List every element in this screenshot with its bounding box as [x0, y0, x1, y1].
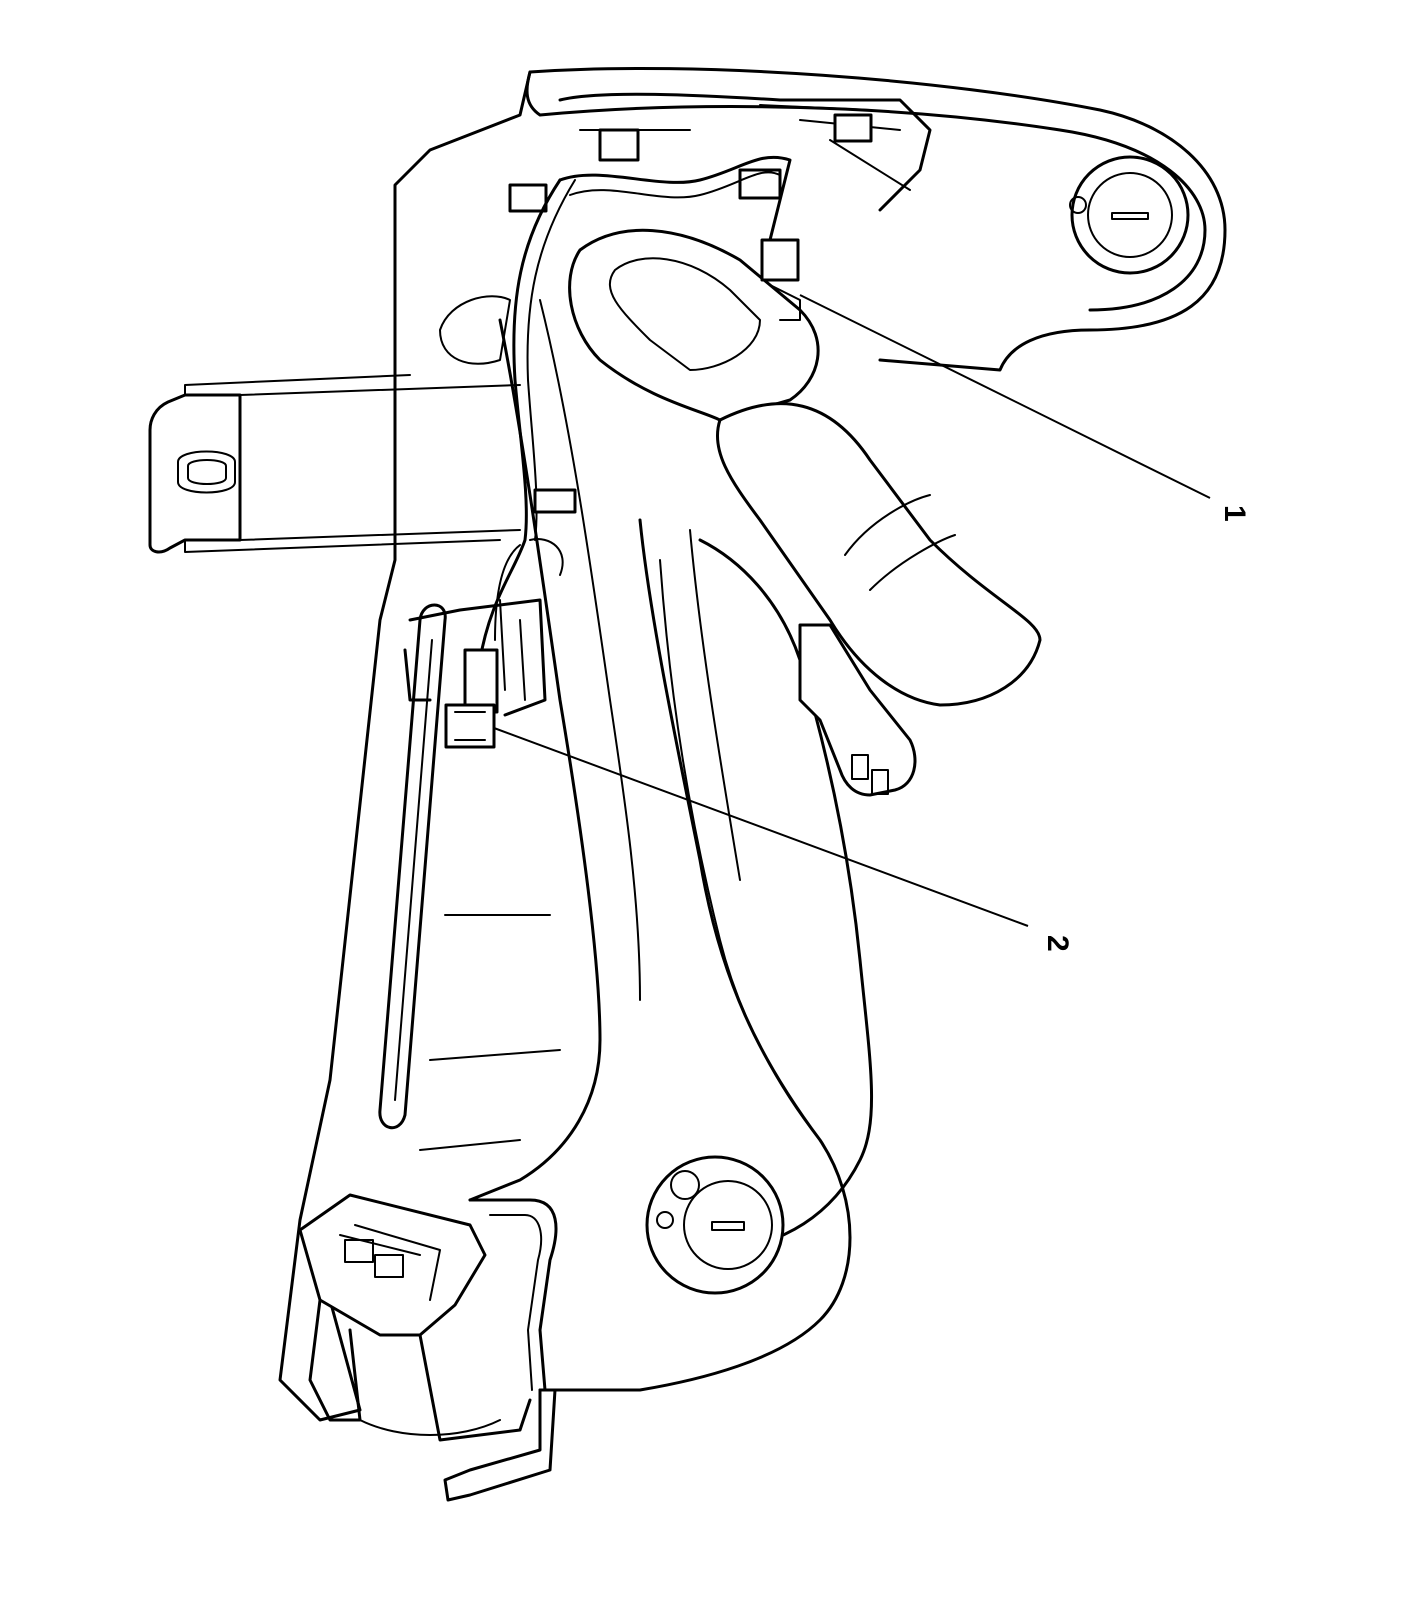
bracket-rails — [184, 374, 521, 553]
rear-bracket-latch-b — [374, 1254, 404, 1278]
center-channel-inner — [539, 299, 641, 1001]
rear-tube-leg — [443, 1388, 557, 1502]
wiring-harness-main — [478, 178, 562, 662]
seat-frame-front-edge — [525, 70, 1207, 312]
rear-mount-bracket — [298, 1193, 487, 1337]
seat-frame-outline — [278, 66, 1227, 1422]
upper-connector-c — [833, 113, 873, 143]
mid-bracket-detail — [499, 599, 526, 701]
front-pivot-bushing — [1087, 172, 1173, 258]
rear-pivot-slot — [711, 1221, 745, 1231]
bracket-slot — [177, 450, 236, 494]
harness-connector-1 — [760, 238, 800, 282]
wiring-harness-upper — [558, 155, 792, 242]
harness-clip — [533, 488, 577, 514]
rear-cup — [359, 1419, 501, 1436]
leader-line-2 — [493, 727, 1029, 927]
rear-pivot-bushing — [683, 1180, 773, 1270]
leader-line-1 — [799, 294, 1211, 499]
rear-mount-bracket-detail — [339, 1224, 441, 1301]
buckle-stalk — [715, 402, 1042, 707]
upper-rear-rail — [558, 92, 932, 212]
right-rail-contour — [659, 559, 821, 1141]
center-channel — [468, 318, 602, 1202]
seat-belt-buckle — [568, 228, 820, 422]
front-pivot-housing — [1070, 155, 1190, 275]
rear-pivot-fastener — [656, 1211, 674, 1229]
rear-tube — [468, 1198, 558, 1392]
rear-bracket-latch-a — [344, 1239, 374, 1263]
wiring-harness-main-2 — [526, 179, 576, 541]
callout-2: 2 — [1041, 935, 1074, 952]
upper-connector-d — [508, 183, 548, 213]
receiver-slot-b — [871, 769, 889, 795]
rear-legs — [308, 1298, 532, 1442]
right-receiver-bracket — [798, 623, 917, 797]
front-pivot-slot — [1111, 212, 1149, 220]
left-rail-slot-inner — [394, 639, 433, 1101]
mid-bracket — [403, 598, 547, 717]
upper-connector-a — [598, 128, 640, 162]
upper-connector-b — [738, 168, 782, 200]
left-pivot-recess — [439, 295, 511, 365]
rear-pivot-housing — [645, 1155, 785, 1295]
front-pivot-fastener — [1069, 196, 1087, 214]
wiring-harness-branch — [494, 538, 564, 641]
right-rail-contour-2 — [689, 529, 741, 881]
left-rail-slot — [378, 603, 447, 1129]
harness-connector-2-body — [463, 648, 499, 714]
connector-1-mount — [769, 284, 801, 321]
rear-pivot-stud — [670, 1170, 700, 1200]
right-side-rail-inner — [698, 538, 874, 1252]
callout-1: 1 — [1218, 505, 1251, 522]
bracket-slot-inner — [187, 459, 227, 485]
receiver-slot-a — [851, 754, 869, 780]
wiring-harness-upper-2 — [569, 171, 781, 199]
buckle-button — [609, 257, 761, 371]
center-channel-shelf — [419, 914, 561, 1151]
rear-tube-inner — [489, 1214, 543, 1391]
connector-2-lock — [454, 711, 486, 741]
buckle-stalk-band — [844, 494, 956, 591]
